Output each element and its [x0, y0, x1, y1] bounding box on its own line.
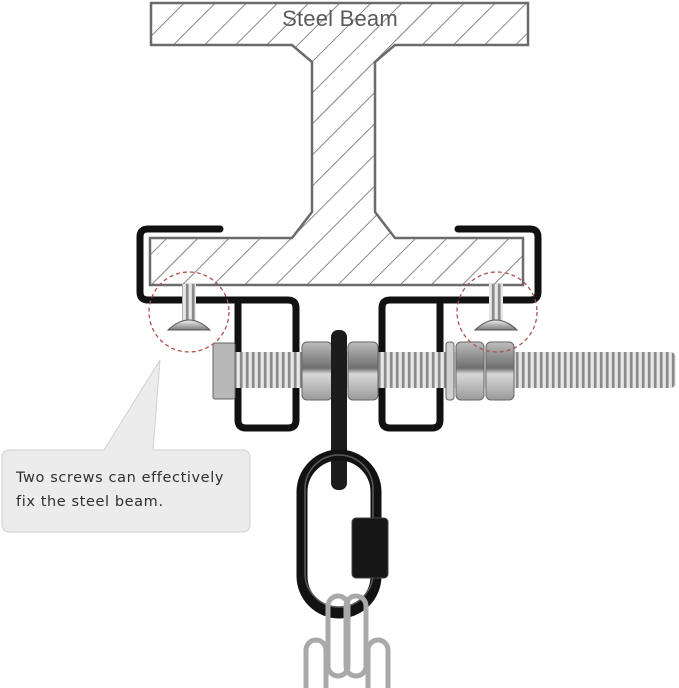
callout-line-1: Two screws can effectively	[16, 470, 225, 486]
hex-nuts	[301, 341, 515, 401]
callout-text: Two screws can effectively fix the steel…	[16, 466, 248, 514]
steel-beam-label: Steel Beam	[282, 6, 398, 31]
threaded-rod	[212, 342, 676, 400]
center-hanger-plate	[331, 330, 347, 490]
clamp-right	[378, 225, 542, 432]
highlight-circles	[148, 271, 538, 353]
callout-bubble	[1, 359, 251, 533]
screw-right	[473, 284, 519, 331]
quick-link-carabiner	[296, 449, 389, 619]
screw-left	[166, 284, 212, 331]
clamp-left	[136, 225, 300, 432]
callout-line-2: fix the steel beam.	[16, 494, 164, 510]
steel-beam	[148, 1, 530, 287]
chain	[303, 593, 391, 688]
